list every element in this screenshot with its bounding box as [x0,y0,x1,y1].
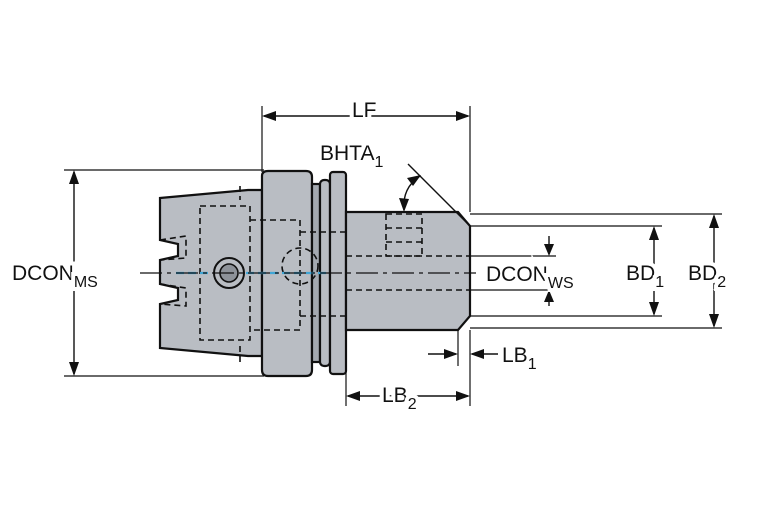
dimension-dcon-ms: DCONMS [8,169,264,377]
dimension-bd2: BD2 [684,214,730,328]
dimension-dcon-ws: DCONWS [482,236,578,306]
label-lb2: LB2 [382,384,417,413]
drive-slot-upper [159,235,187,261]
drive-slot-lower [159,283,187,307]
dimension-bd1: BD1 [622,226,668,316]
label-dcon-ws: DCONWS [486,263,574,292]
clamp-ball [281,247,319,285]
label-lf: LF [352,99,377,122]
internal-bore [199,205,251,341]
dimension-lb2: LB2 [345,330,471,417]
dimension-lb1: LB1 [428,330,537,373]
right-extension-lines [470,213,722,329]
label-dcon-ms: DCONMS [12,262,98,291]
label-lb1: LB1 [502,344,537,373]
tool-holder-body [158,169,472,378]
dimension-lf: LF [261,95,471,212]
label-bhta: BHTA1 [320,142,383,171]
nose-cross-hole [385,213,423,257]
label-bd1: BD1 [626,262,664,291]
dimension-bhta: BHTA1 [320,142,471,227]
nose-section [344,210,472,332]
label-bd2: BD2 [688,262,726,291]
